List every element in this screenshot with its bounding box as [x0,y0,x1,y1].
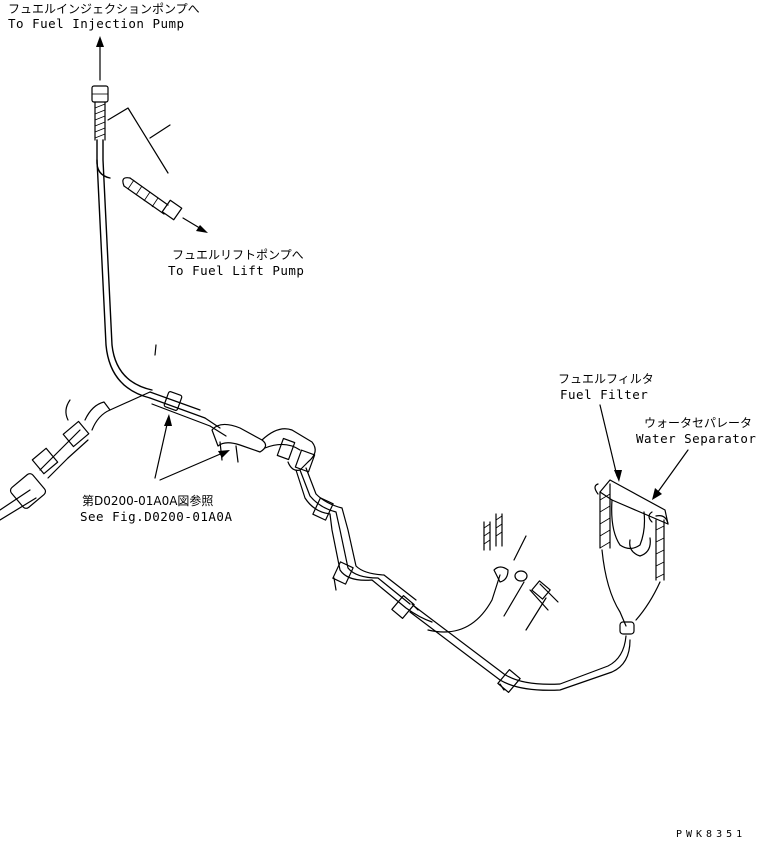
label-fuel-filter-jp: フュエルフィルタ [558,372,654,386]
label-lift-pump-en: To Fuel Lift Pump [168,263,305,278]
drawing-code: PWK8351 [676,829,747,840]
left-hose-assembly [0,391,151,521]
bolt-and-clip-parts [427,513,559,633]
clamp-group-upper [149,344,316,473]
main-pipe-bundle [295,467,433,623]
label-fuel-filter-en: Fuel Filter [560,387,649,402]
filter-separator-assembly [594,479,669,635]
arrow-to-injection-pump [96,36,104,81]
label-injection-pump-en: To Fuel Injection Pump [8,16,185,31]
lift-pump-pipe [122,177,208,233]
label-see-fig-en: See Fig.D0200-01A0A [80,509,233,524]
return-line [409,605,631,693]
label-lift-pump-jp: フュエルリフトポンプへ [172,248,304,262]
see-fig-leader [154,414,230,481]
label-water-separator-en: Water Separator [636,431,757,446]
label-injection-pump-jp: フュエルインジェクションポンプへ [8,2,200,16]
leader-pipes [107,107,171,174]
filter-leader-arrows [599,404,689,500]
label-see-fig-jp: 第D0200-01A0A図参照 [82,494,214,508]
label-water-separator-jp: ウォータセパレータ [644,416,753,430]
